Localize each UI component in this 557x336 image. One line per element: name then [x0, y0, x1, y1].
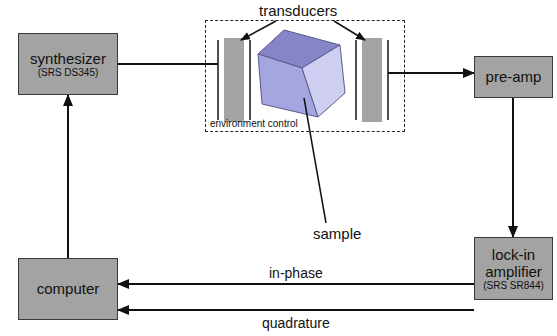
node-title: pre-amp	[486, 68, 542, 85]
electrode	[217, 40, 219, 120]
model-number: (SRS SR844)	[483, 280, 544, 292]
signal-arrow	[67, 95, 69, 258]
computer-box: computer	[18, 258, 118, 320]
region-label: environment control	[210, 118, 298, 130]
electrode	[387, 40, 389, 120]
synthesizer-box: synthesizer(SRS DS345)	[18, 33, 118, 95]
leader-line	[241, 21, 276, 40]
preamp-box: pre-amp	[474, 56, 553, 98]
output-wire	[388, 72, 405, 74]
signal-arrow	[118, 63, 205, 65]
signal-arrow	[118, 283, 474, 285]
leader-line	[334, 21, 365, 40]
signal-arrow	[512, 98, 514, 237]
electrode	[355, 40, 357, 120]
signal-arrow	[405, 72, 474, 74]
signal-label: in-phase	[267, 265, 325, 281]
transducer	[224, 38, 244, 122]
node-title: synthesizer	[30, 50, 106, 67]
part-label: sample	[313, 225, 361, 242]
signal-arrow	[118, 309, 474, 311]
electrode	[249, 40, 251, 120]
environment-chamber: environment control	[205, 20, 405, 132]
transducer	[362, 38, 382, 122]
model-number: (SRS DS345)	[38, 67, 99, 79]
signal-label: quadrature	[260, 315, 332, 331]
part-label: transducers	[259, 2, 337, 19]
node-title: lock-in amplifier	[479, 246, 548, 281]
sample-cube	[258, 30, 345, 117]
node-title: computer	[37, 280, 100, 297]
leader-line	[304, 98, 326, 223]
lockin-box: lock-in amplifier(SRS SR844)	[474, 237, 553, 300]
input-wire	[205, 63, 218, 65]
